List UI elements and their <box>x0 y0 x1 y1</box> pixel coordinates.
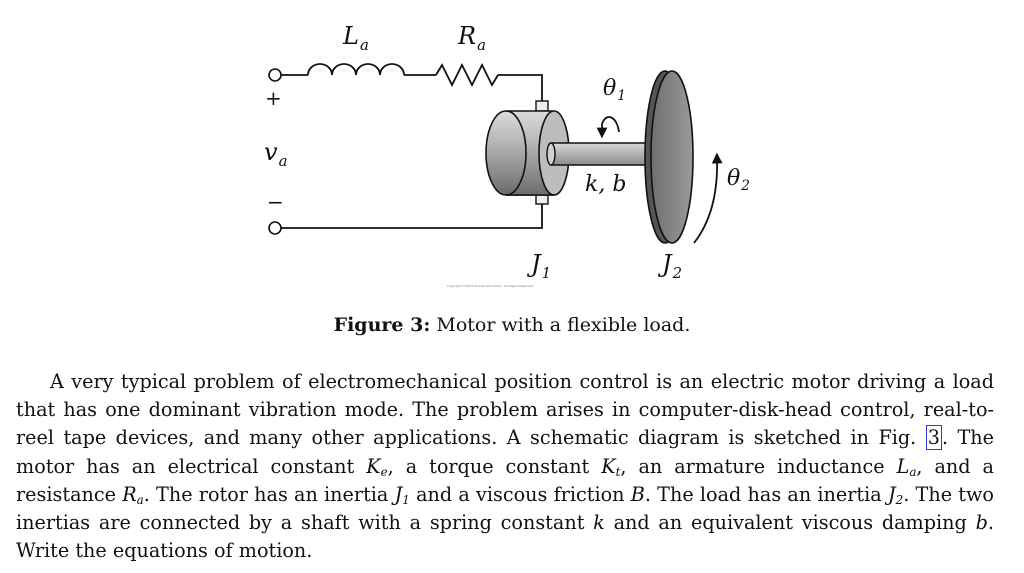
math-symbol: b <box>976 511 988 534</box>
math-variable: R <box>122 482 137 506</box>
math-symbol: Ra <box>122 483 144 506</box>
inertia1-symbol: J <box>531 250 541 278</box>
voltage-symbol: v <box>264 138 278 166</box>
resistor-symbol: R <box>458 22 477 50</box>
resistor-subscript: a <box>477 35 486 54</box>
inertia1-subscript: 1 <box>541 263 552 282</box>
paragraph-text: , and a resistance <box>16 454 994 506</box>
bottom-terminal <box>268 221 282 235</box>
motor-top-terminal <box>535 100 549 112</box>
resistor-zigzag <box>435 62 499 88</box>
inductor-symbol: L <box>343 22 359 50</box>
theta1-subscript: 1 <box>617 88 626 105</box>
minus-sign: − <box>267 190 284 214</box>
math-variable: L <box>896 454 910 478</box>
caption-label: Figure 3: <box>333 314 431 336</box>
math-variable: J <box>394 482 403 506</box>
paragraph-text: and a viscous friction <box>409 482 631 506</box>
inductor-coil <box>307 63 405 76</box>
bottom-wire <box>281 204 543 229</box>
theta1-arrow <box>596 116 620 139</box>
copyright-notice: Copyright ©2015 Pearson Education, All R… <box>447 284 533 288</box>
load-disk <box>644 70 694 244</box>
problem-paragraph: A very typical problem of electromechani… <box>16 368 994 565</box>
figure-caption: Figure 3: Motor with a flexible load. <box>0 314 1024 336</box>
paragraph-text: . Write the equations of motion. <box>16 511 994 563</box>
inertia2-label: J2 <box>662 250 682 282</box>
math-symbol: k <box>593 511 605 534</box>
math-symbol: J2 <box>888 483 903 506</box>
caption-text: Motor with a flexible load. <box>430 314 691 336</box>
shaft-label: k, b <box>585 172 627 197</box>
motor-flexible-load-diagram <box>268 62 723 244</box>
math-subscript: 1 <box>402 492 410 507</box>
shaft <box>546 142 661 166</box>
paragraph-text: , a torque constant <box>387 454 602 478</box>
paragraph-text: , an armature inductance <box>620 454 897 478</box>
theta2-subscript: 2 <box>741 178 750 195</box>
paragraph-text: . The load has an inertia <box>644 482 888 506</box>
paragraph-text: A very typical problem of electromechani… <box>16 370 994 450</box>
theta1-label: θ1 <box>603 76 626 105</box>
math-symbol: B <box>631 483 645 506</box>
top-wire <box>281 62 543 101</box>
inductor-subscript: a <box>359 35 369 54</box>
math-subscript: e <box>380 464 388 479</box>
math-variable: b <box>975 511 988 535</box>
top-terminal <box>268 68 282 82</box>
math-subscript: a <box>136 492 144 507</box>
inertia2-subscript: 2 <box>672 263 683 282</box>
theta1-symbol: θ <box>603 76 617 101</box>
math-variable: B <box>630 482 645 506</box>
inertia1-label: J1 <box>531 250 551 282</box>
math-symbol: J1 <box>395 483 410 506</box>
math-variable: J <box>887 482 896 506</box>
paragraph-text: . The two inertias are connected by a sh… <box>16 482 994 535</box>
math-subscript: a <box>909 464 917 479</box>
figure-3: La Ra + va − θ1 k, b θ2 J1 J2 Copyright … <box>264 22 750 288</box>
voltage-label: va <box>264 138 287 170</box>
paragraph-text: . The motor has an electrical constant <box>16 426 994 478</box>
theta2-symbol: θ <box>727 166 741 191</box>
voltage-subscript: a <box>278 151 288 170</box>
plus-sign: + <box>265 86 282 110</box>
math-variable: K <box>366 454 381 478</box>
math-subscript: t <box>615 464 621 479</box>
resistor-label: Ra <box>458 22 486 54</box>
theta2-label: θ2 <box>727 166 750 195</box>
paragraph-text: . The rotor has an inertia <box>143 482 395 506</box>
math-variable: k <box>593 511 605 535</box>
math-subscript: 2 <box>895 492 904 507</box>
inductor-label: La <box>343 22 369 54</box>
paragraph-text: and an equivalent viscous damping <box>604 511 976 535</box>
math-symbol: La <box>897 455 917 478</box>
math-symbol: Ke <box>366 455 387 478</box>
math-variable: K <box>601 454 616 478</box>
math-symbol: Kt <box>601 455 620 478</box>
theta2-arrow <box>693 152 723 244</box>
figure-reference-link[interactable]: 3 <box>925 425 942 451</box>
inertia2-symbol: J <box>662 250 672 278</box>
